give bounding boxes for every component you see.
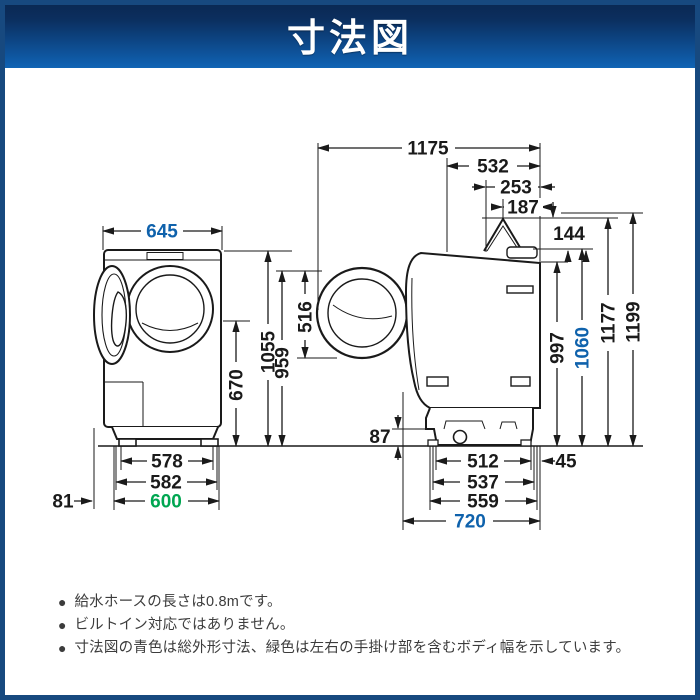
side-view-drawing [315, 217, 541, 447]
dim-side-body-depth: 720 [454, 512, 486, 533]
dim-side-base-clearance: 87 [369, 427, 390, 448]
dim-front-door-protrusion: 81 [52, 492, 74, 513]
dim-side-lid-apex-to-back: 187 [507, 198, 539, 219]
dim-side-base-feet-span: 512 [467, 452, 499, 473]
note-hose-length: 給水ホースの長さは0.8mです。 [74, 594, 282, 610]
dimension-drawing: 645 1055 670 959 516 578 582 600 81 1175… [52, 139, 644, 533]
dim-side-base-width: 537 [467, 473, 499, 494]
dim-front-feet-span: 578 [151, 452, 183, 473]
dim-side-lid-depth: 253 [500, 178, 532, 199]
dim-side-height-lid-open: 1177 [599, 302, 620, 343]
note-row: ● 給水ホースの長さは0.8mです。 [58, 594, 658, 611]
dim-side-door-diameter: 516 [296, 301, 317, 333]
title-bar: 寸法図 [5, 5, 695, 68]
dim-side-depth-top: 532 [477, 157, 509, 178]
note-row: ● 寸法図の青色は総外形寸法、緑色は左右の手掛け部を含むボディ幅を示しています。 [58, 640, 658, 657]
dim-front-door-center-height: 670 [227, 369, 248, 401]
bullet-icon: ● [58, 594, 67, 610]
dim-front-height-total: 1055 [259, 330, 280, 373]
dim-side-back-gap: 45 [555, 452, 577, 473]
dim-front-base-width: 582 [150, 473, 182, 494]
dim-front-body-width: 600 [150, 492, 182, 513]
dim-side-height-inlet: 1060 [573, 327, 594, 369]
dim-side-base-depth: 559 [467, 492, 499, 513]
bullet-icon: ● [58, 617, 67, 633]
dim-side-height-back: 997 [548, 332, 569, 364]
bullet-icon: ● [58, 640, 67, 656]
dim-side-depth-door-open: 1175 [407, 139, 449, 160]
dim-side-height-max: 1199 [624, 301, 645, 342]
page-title: 寸法図 [286, 17, 413, 60]
dim-side-door-top-height: 959 [273, 347, 294, 379]
front-view-drawing [93, 249, 222, 447]
note-row: ● ビルトイン対応ではありません。 [58, 617, 658, 634]
dimension-label-backgrounds [141, 139, 643, 530]
dim-front-width-total: 645 [146, 222, 178, 243]
note-color-legend: 寸法図の青色は総外形寸法、緑色は左右の手掛け部を含むボディ幅を示しています。 [74, 640, 631, 656]
dim-side-lid-clearance: 144 [553, 224, 585, 245]
note-builtin: ビルトイン対応ではありません。 [74, 617, 295, 633]
dimension-labels: 645 1055 670 959 516 578 582 600 81 1175… [52, 139, 644, 533]
footnotes: ● 給水ホースの長さは0.8mです。 ● ビルトイン対応ではありません。 ● 寸… [58, 594, 658, 663]
